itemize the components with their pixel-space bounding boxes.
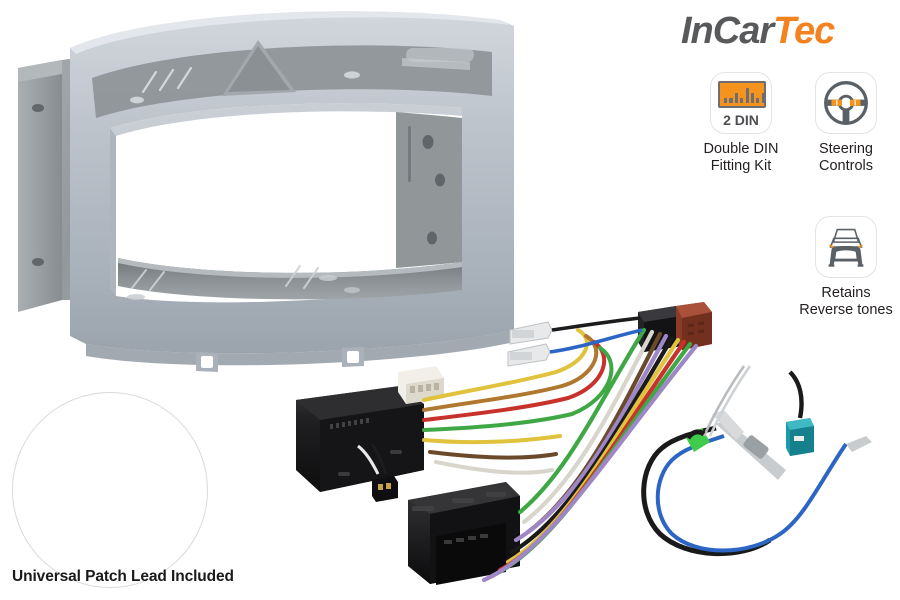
patch-lead-caption: Universal Patch Lead Included: [12, 568, 234, 585]
brand-logo: InCarTec: [681, 10, 835, 52]
feature-double-din-fitting-kit: 2 DIN Double DIN Fitting Kit: [693, 72, 789, 175]
feature-label-double-din: Double DIN Fitting Kit: [703, 141, 779, 174]
steering-wheel-icon: [824, 81, 868, 125]
double-din-badge: 2 DIN: [710, 72, 772, 134]
feature-label-reverse-tones: Retains Reverse tones: [799, 285, 893, 318]
reverse-tones-badge: [815, 216, 877, 278]
double-din-radio-icon: [718, 81, 766, 108]
equalizer-dots-icon: [724, 85, 764, 103]
feature-label-steering-controls: Steering Controls: [818, 141, 873, 174]
brand-name-primary: InCar: [681, 10, 774, 52]
steering-controls-badge: [815, 72, 877, 134]
double-din-badge-text: 2 DIN: [723, 112, 759, 128]
feature-steering-controls: Steering Controls: [798, 72, 894, 175]
brand-name-accent: Tec: [773, 10, 835, 52]
car-rear-parking-sensor-icon: [828, 228, 864, 267]
patch-lead-inset-circle: [12, 392, 208, 588]
feature-retains-reverse-tones: Retains Reverse tones: [798, 216, 894, 319]
